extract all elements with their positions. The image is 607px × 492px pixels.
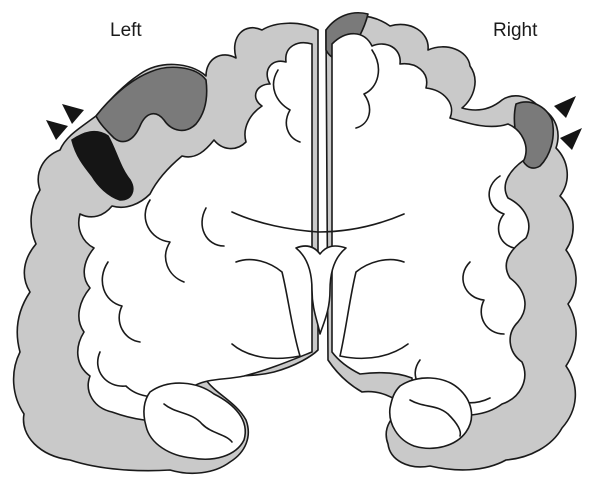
left-hemisphere-label: Left bbox=[110, 20, 142, 41]
right-hemisphere-label: Right bbox=[493, 20, 538, 41]
right-arrowhead-lower bbox=[560, 128, 582, 150]
right-arrowhead-upper bbox=[554, 96, 576, 118]
left-arrowhead-upper bbox=[62, 104, 84, 124]
left-arrowhead-lower bbox=[46, 120, 68, 140]
right-temporal-lobe bbox=[390, 378, 472, 448]
